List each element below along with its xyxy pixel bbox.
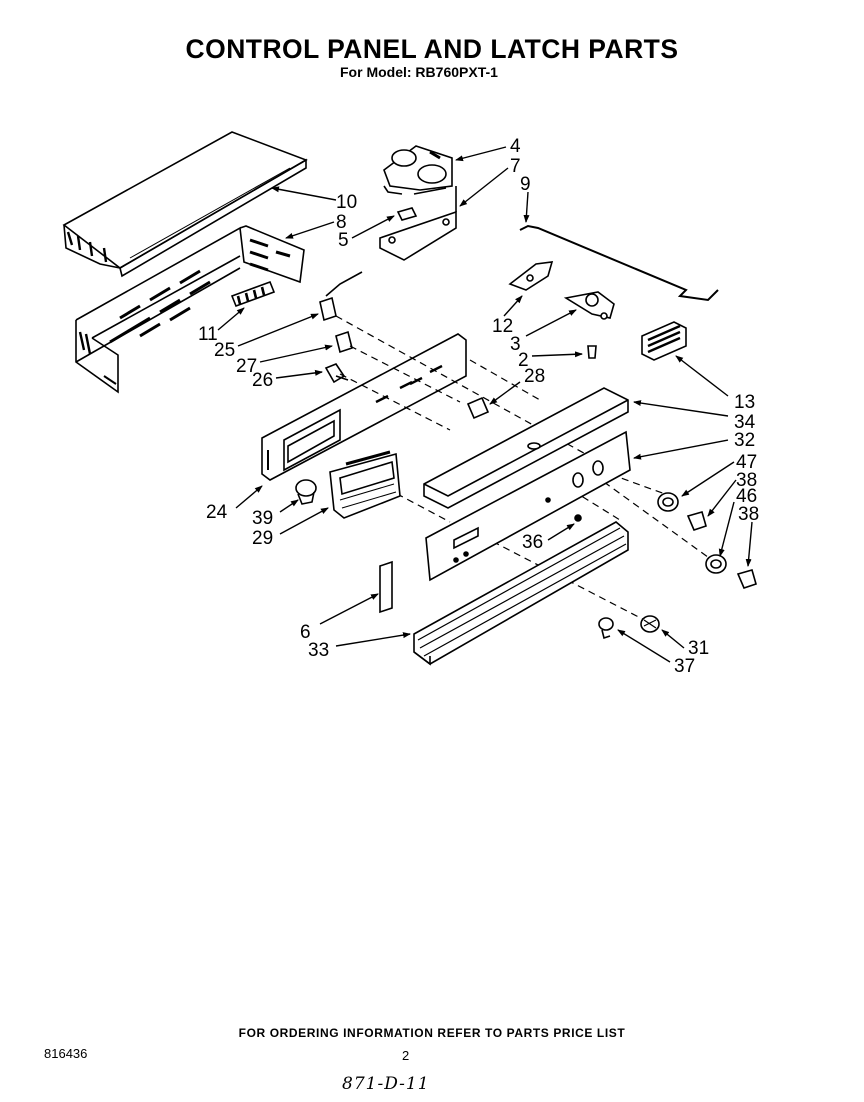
part-34-control-bar xyxy=(423,387,629,509)
part-9-latch-rod xyxy=(519,224,719,302)
part-24-control-panel-frame xyxy=(261,333,467,481)
callout-24: 24 xyxy=(206,502,228,523)
callout-26: 26 xyxy=(252,370,273,391)
part-36-screw xyxy=(574,514,582,522)
part-38-knob-upper xyxy=(686,511,707,531)
part-29-clock-module xyxy=(329,450,401,519)
document-number: 816436 xyxy=(44,1046,88,1061)
part-2-screw xyxy=(587,345,597,359)
ordering-info-note: FOR ORDERING INFORMATION REFER TO PARTS … xyxy=(238,1026,626,1040)
callout-32: 32 xyxy=(734,430,755,451)
model-subtitle: For Model: RB760PXT-1 xyxy=(340,64,498,80)
part-12-latch-hook xyxy=(508,261,554,291)
callout-36: 36 xyxy=(522,532,543,553)
callout-37: 37 xyxy=(674,656,695,677)
page-number: 2 xyxy=(402,1048,410,1063)
part-46-knob-bezel xyxy=(705,554,727,574)
part-5-spacer xyxy=(396,207,418,221)
callout-4: 4 xyxy=(510,136,521,157)
part-39-knob xyxy=(295,479,317,505)
callout-38-lower: 38 xyxy=(738,504,759,525)
part-4-latch-motor xyxy=(383,145,453,195)
part-38-knob-lower xyxy=(736,569,757,589)
part-32-control-panel-face xyxy=(425,430,631,582)
part-47-knob-bezel xyxy=(657,492,679,512)
callout-11: 11 xyxy=(198,324,218,345)
part-25-wire-connector xyxy=(319,271,363,322)
callout-33: 33 xyxy=(308,640,329,661)
callout-labels: 4 7 9 10 8 5 11 25 27 26 12 3 2 28 13 34… xyxy=(198,136,759,677)
part-8-rear-bracket xyxy=(75,225,305,394)
callout-8: 8 xyxy=(336,212,347,233)
part-31-knob xyxy=(640,615,660,633)
callout-28: 28 xyxy=(524,366,545,387)
leader-arrows xyxy=(217,146,753,663)
part-37-nut xyxy=(598,617,614,640)
callout-31: 31 xyxy=(688,638,709,659)
callout-3: 3 xyxy=(510,334,521,355)
callout-5: 5 xyxy=(338,230,349,251)
callout-7: 7 xyxy=(510,156,521,177)
callout-27: 27 xyxy=(236,356,257,377)
callout-38-upper: 38 xyxy=(736,470,757,491)
part-33-trim-extrusion xyxy=(413,521,629,666)
callout-29: 29 xyxy=(252,528,273,549)
part-7-latch-plate xyxy=(379,186,457,261)
part-26-fastener xyxy=(324,363,349,384)
callout-47: 47 xyxy=(736,452,757,473)
callout-39: 39 xyxy=(252,508,273,529)
page-title: CONTROL PANEL AND LATCH PARTS xyxy=(185,34,679,64)
callout-13: 13 xyxy=(734,392,755,413)
callout-9: 9 xyxy=(520,174,531,195)
callout-2: 2 xyxy=(518,350,529,371)
callout-10: 10 xyxy=(336,192,357,213)
part-6-bumper xyxy=(379,560,393,614)
handwritten-note: 871-D-11 xyxy=(342,1074,430,1094)
part-11-connector xyxy=(230,280,276,308)
callout-6: 6 xyxy=(300,622,311,643)
part-3-latch-lever xyxy=(563,291,615,320)
part-28-insert xyxy=(466,396,490,420)
callout-34: 34 xyxy=(734,412,756,433)
part-13-switch xyxy=(641,321,687,361)
callout-46: 46 xyxy=(736,486,757,507)
callout-25: 25 xyxy=(214,340,235,361)
callout-12: 12 xyxy=(492,316,513,337)
part-27-clip xyxy=(335,330,353,354)
part-10-cover-panel xyxy=(62,131,308,278)
